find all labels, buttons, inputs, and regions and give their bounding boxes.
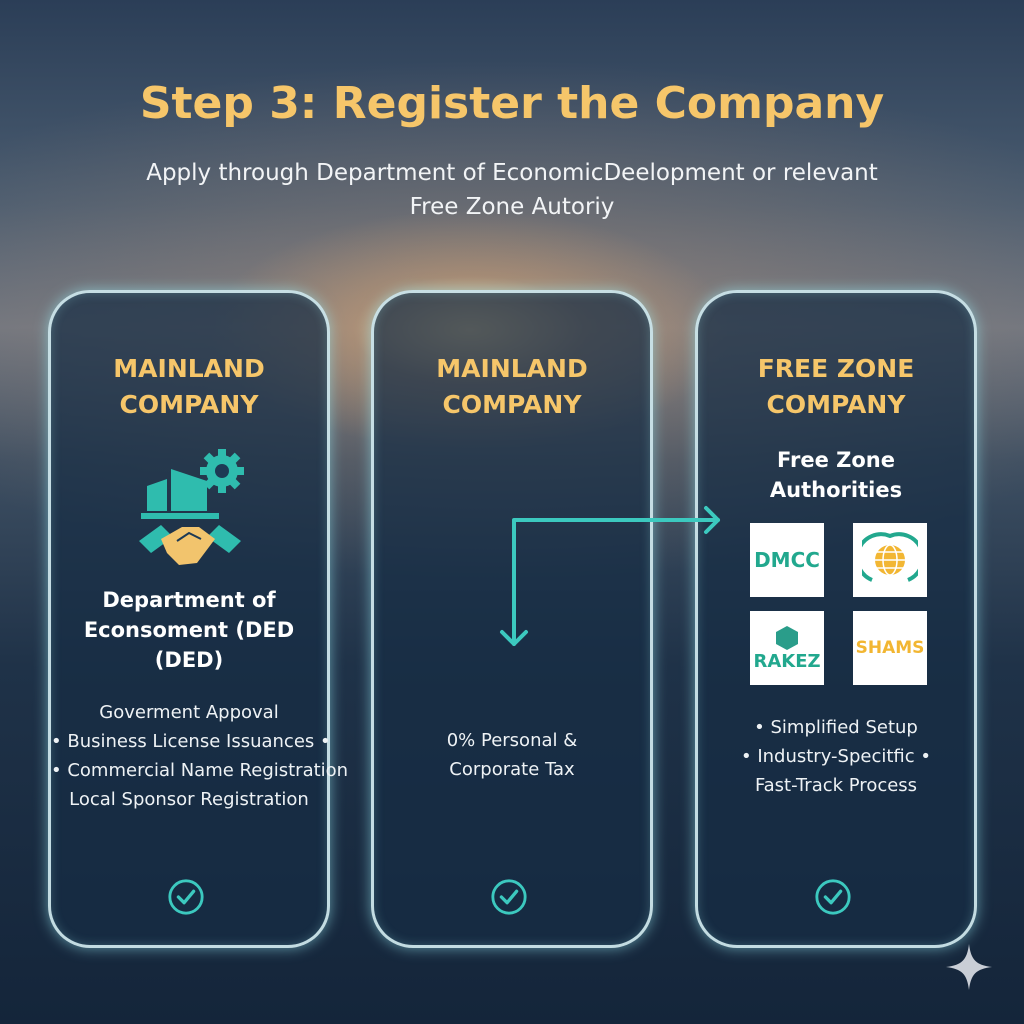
logo-globe-authority (853, 523, 927, 597)
heading-line: MAINLAND (113, 354, 265, 383)
card-mainland-ded: MAINLAND COMPANY Department of Econsomen… (48, 290, 349, 948)
heading-line: MAINLAND (436, 354, 588, 383)
detail-line: • Simplified Setup (754, 717, 918, 738)
subheading-line: Free Zone (776, 448, 895, 472)
card-subheading: Free Zone Authorities (698, 445, 974, 505)
detail-line: Fast-Track Process (754, 775, 918, 796)
logo-shams: SHAMS (853, 611, 927, 685)
card-subheading: Department of Econsoment (DED (DED) (51, 585, 327, 675)
page-title: Step 3: Register the Company (139, 78, 885, 129)
detail-line: Corporate Tax (449, 759, 575, 780)
card-mainland-tax: MAINLAND COMPANY 0% Personal & Corporate… (371, 290, 653, 948)
rakez-emblem-icon (776, 625, 798, 650)
check-circle-icon (815, 879, 851, 915)
card-heading: MAINLAND COMPANY (51, 351, 327, 423)
heading-line: FREE ZONE (757, 354, 915, 383)
handshake-building-gear-icon (139, 449, 244, 565)
detail-line: • Commercial Name Registration (51, 760, 349, 781)
detail-line: Goverment Appoval (99, 702, 279, 723)
card-heading: MAINLAND COMPANY (374, 351, 650, 423)
subheading-line: Department of (102, 588, 276, 612)
card-details: Goverment Appoval • Business License Iss… (51, 698, 349, 814)
sparkle-icon (946, 944, 992, 990)
logo-rakez: RAKEZ (750, 611, 824, 685)
detail-line: Local Sponsor Registration (69, 789, 309, 810)
subheading-line: Econsoment (DED (83, 618, 295, 642)
subheading-line: (DED) (154, 648, 224, 672)
subtitle-line: Apply through Department of EconomicDeel… (146, 160, 878, 186)
subtitle-line: Free Zone Autoriy (409, 194, 615, 220)
detail-line: • Business License Issuances • (51, 731, 331, 752)
subheading-line: Authorities (769, 478, 903, 502)
card-free-zone: FREE ZONE COMPANY Free Zone Authorities … (695, 290, 977, 948)
heading-line: COMPANY (766, 390, 906, 419)
card-details: 0% Personal & Corporate Tax (374, 726, 650, 784)
globe-icon (862, 532, 918, 582)
heading-line: COMPANY (119, 390, 259, 419)
check-circle-icon (491, 879, 527, 915)
heading-line: COMPANY (442, 390, 582, 419)
check-circle-icon (168, 879, 204, 915)
detail-line: 0% Personal & (446, 730, 578, 751)
card-heading: FREE ZONE COMPANY (698, 351, 974, 423)
detail-line: • Industry-Specitfic • (740, 746, 931, 767)
page-subtitle: Apply through Department of EconomicDeel… (0, 156, 1024, 224)
logo-dmcc: DMCC (750, 523, 824, 597)
card-details: • Simplified Setup • Industry-Specitfic … (698, 713, 974, 800)
logo-text: RAKEZ (753, 650, 821, 672)
